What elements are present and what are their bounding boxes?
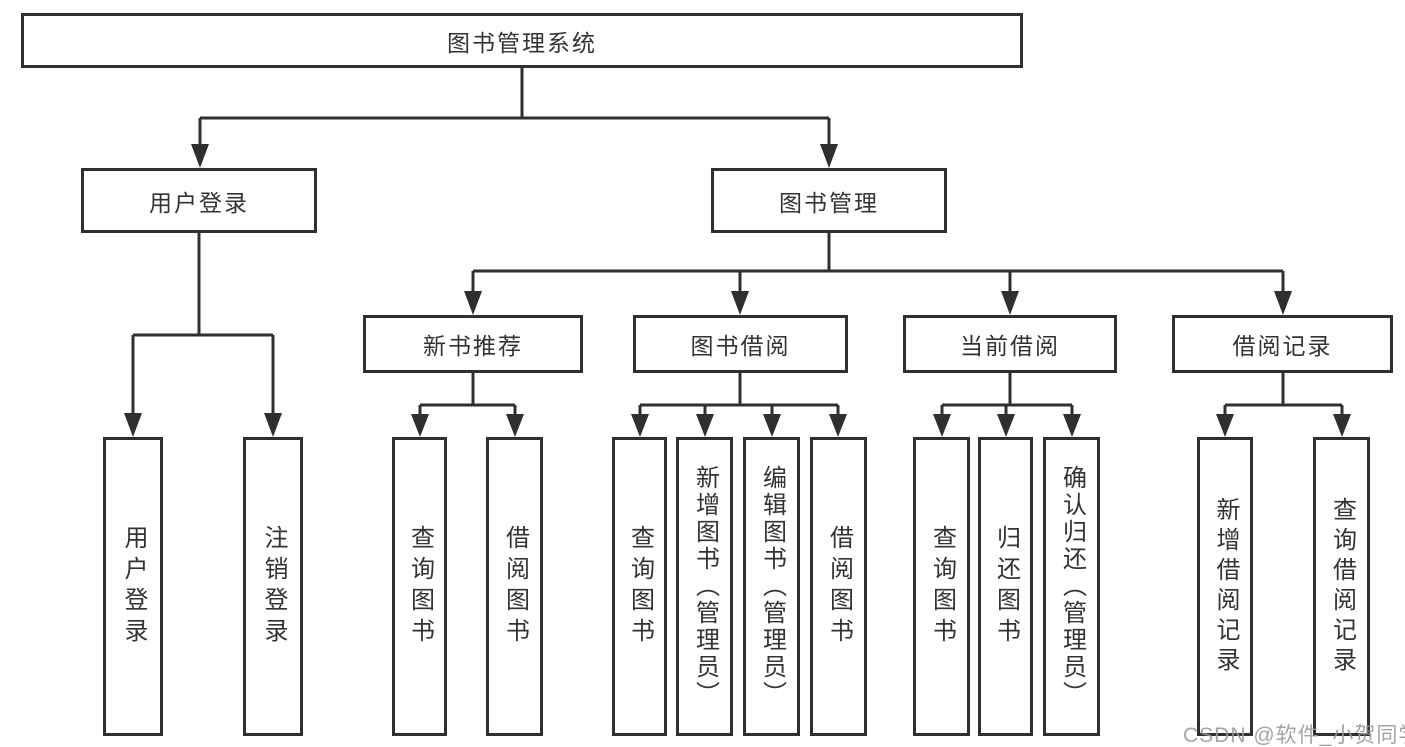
node-label: 用户登录: [149, 189, 249, 216]
node-label: 图书管理: [779, 189, 879, 216]
connector-records-to-leaves: [1223, 373, 1344, 416]
arrow-down-icon: [1333, 414, 1351, 437]
node-label: 当前借阅: [960, 333, 1060, 359]
node-label: 借阅图书: [501, 524, 529, 649]
arrowheads: [124, 144, 1351, 437]
node-label: 编辑图书（管理员）: [758, 465, 786, 708]
leaf-borrowing-query-books: 查询图书: [612, 437, 667, 736]
arrow-down-icon: [631, 414, 649, 437]
node-label: 新增借阅记录: [1212, 496, 1239, 677]
arrow-down-icon: [191, 144, 209, 168]
arrow-down-icon: [829, 414, 847, 437]
arrow-down-icon: [411, 414, 429, 437]
arrow-down-icon: [696, 414, 714, 437]
arrow-down-icon: [763, 414, 781, 437]
connector-current-to-leaves: [940, 373, 1074, 416]
node-label: 新增图书（管理员）: [691, 465, 719, 708]
node-label: 归还图书: [992, 524, 1020, 649]
arrow-down-icon: [124, 413, 142, 437]
arrow-down-icon: [506, 414, 524, 437]
node-label: 确认归还（管理员）: [1058, 465, 1086, 708]
csdn-watermark: CSDN @软件_小贺同学: [1183, 724, 1405, 747]
node-label: 用户登录: [120, 524, 147, 649]
node-book-borrowing: 图书借阅: [633, 315, 848, 373]
node-label: 图书借阅: [690, 333, 791, 359]
node-label: 注销登录: [260, 524, 287, 649]
leaf-recommend-borrow-books: 借阅图书: [486, 437, 543, 736]
node-label: 借阅图书: [825, 524, 853, 649]
leaf-borrow-books: 借阅图书: [810, 437, 867, 736]
connector-bookmgmt-to-level3: [471, 233, 1285, 293]
leaf-logout: 注销登录: [243, 437, 303, 736]
arrow-down-icon: [1216, 414, 1234, 437]
node-current-borrowing: 当前借阅: [903, 315, 1117, 373]
node-label: 查询图书: [406, 524, 434, 649]
node-label: 查询图书: [928, 524, 956, 649]
node-label: 新书推荐: [423, 333, 523, 359]
connector-newbook-to-leaves: [418, 373, 517, 416]
leaf-query-borrow-record: 查询借阅记录: [1313, 437, 1370, 736]
node-label: 图书管理系统: [447, 29, 597, 56]
node-label: 查询借阅记录: [1328, 496, 1356, 677]
arrow-down-icon: [264, 413, 282, 437]
node-label: 查询图书: [626, 524, 654, 649]
arrow-down-icon: [1001, 291, 1019, 315]
arrow-down-icon: [464, 291, 482, 315]
leaf-add-books-admin: 新增图书（管理员）: [676, 437, 733, 736]
node-book-management: 图书管理: [711, 168, 947, 233]
arrow-down-icon: [997, 414, 1015, 437]
node-library-system: 图书管理系统: [21, 13, 1023, 68]
arrow-down-icon: [1274, 291, 1292, 315]
arrow-down-icon: [1063, 414, 1081, 437]
leaf-recommend-query-books: 查询图书: [392, 437, 447, 736]
leaf-add-borrow-record: 新增借阅记录: [1197, 437, 1253, 736]
leaf-edit-books-admin: 编辑图书（管理员）: [743, 437, 800, 736]
leaf-current-query-books: 查询图书: [913, 437, 970, 736]
node-user-login: 用户登录: [81, 168, 317, 233]
leaf-return-books: 归还图书: [978, 437, 1033, 736]
connector-userlogin-to-leaves: [131, 233, 275, 415]
connector-borrowing-to-leaves: [638, 373, 840, 416]
arrow-down-icon: [731, 291, 749, 315]
leaf-confirm-return-admin: 确认归还（管理员）: [1043, 437, 1100, 736]
node-new-book-recommend: 新书推荐: [363, 315, 583, 373]
node-label: 借阅记录: [1232, 333, 1333, 359]
arrow-down-icon: [820, 144, 838, 168]
arrow-down-icon: [933, 414, 951, 437]
connector-root-to-level2: [198, 68, 831, 146]
leaf-user-login: 用户登录: [103, 437, 163, 736]
node-borrowing-records: 借阅记录: [1172, 315, 1393, 373]
